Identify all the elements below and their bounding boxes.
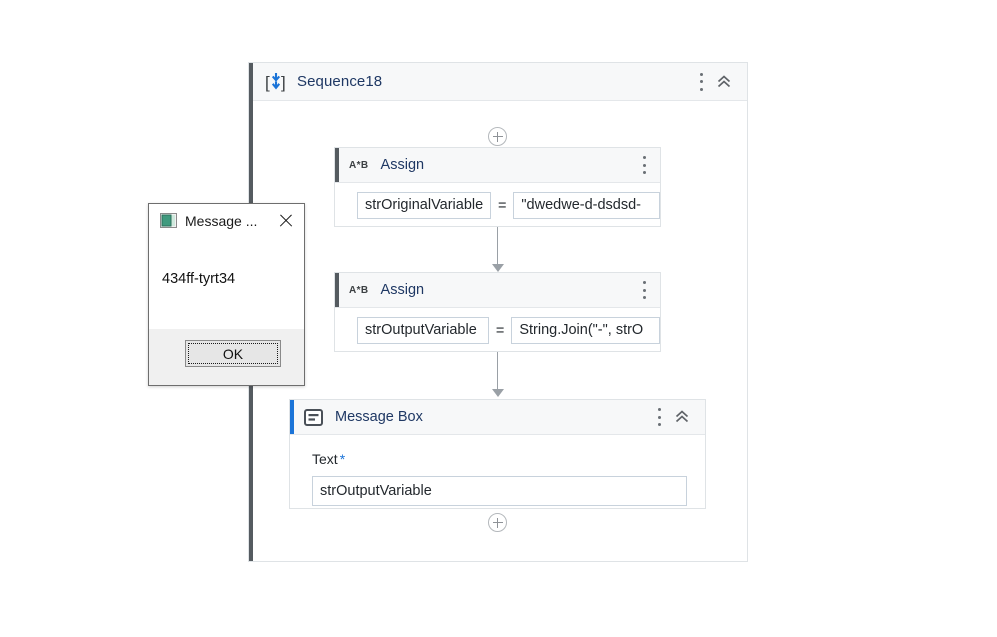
assign-1-header-actions	[642, 156, 646, 174]
message-box-header[interactable]: Message Box	[290, 400, 705, 435]
assign-1-accent-bar	[335, 148, 339, 182]
connector-assign1-assign2	[492, 227, 504, 272]
sequence-title: Sequence18	[297, 73, 383, 90]
assign-2-kebab-menu-icon[interactable]	[642, 281, 646, 299]
assign-2-header-actions	[642, 281, 646, 299]
assign-1-header[interactable]: A*B Assign	[335, 148, 660, 183]
activity-card-message-box[interactable]: Message Box Text* strOutputVariable	[289, 399, 706, 509]
dialog-close-x-icon[interactable]	[277, 212, 295, 230]
assign-2-operator: =	[495, 322, 505, 339]
message-box-header-actions	[657, 408, 691, 426]
activity-card-assign-1[interactable]: A*B Assign strOriginalVariable = "dwedwe…	[334, 147, 661, 227]
focus-ring	[188, 343, 278, 364]
assign-2-title: Assign	[380, 282, 425, 298]
sequence-container[interactable]: [ ] Sequence18	[248, 62, 748, 562]
assign-2-to-field[interactable]: strOutputVariable	[357, 317, 489, 344]
assign-2-accent-bar	[335, 273, 339, 307]
required-marker: *	[339, 451, 346, 467]
window-app-icon	[160, 213, 177, 228]
assign-1-value-field[interactable]: "dwedwe-d-dsdsd-	[513, 192, 660, 219]
message-box-text-label-text: Text	[312, 451, 338, 467]
add-activity-top-button[interactable]	[488, 127, 507, 146]
dialog-title: Message ...	[185, 212, 258, 229]
svg-text:[: [	[265, 73, 270, 92]
message-dialog[interactable]: Message ... 434ff-tyrt34 OK	[148, 203, 305, 386]
dialog-titlebar[interactable]: Message ...	[149, 204, 304, 237]
connector-assign2-messagebox	[492, 352, 504, 397]
sequence-chevron-double-up-icon[interactable]	[715, 73, 733, 91]
assign-1-to-field[interactable]: strOriginalVariable	[357, 192, 491, 219]
sequence-header-actions	[699, 72, 733, 91]
assign-2-value-field[interactable]: String.Join("-", strO	[511, 317, 660, 344]
assign-icon: A*B	[349, 159, 369, 171]
message-box-icon	[304, 408, 323, 426]
message-box-chevron-double-up-icon[interactable]	[673, 408, 691, 426]
add-activity-bottom-button[interactable]	[488, 513, 507, 532]
message-box-kebab-menu-icon[interactable]	[657, 408, 661, 426]
dialog-content: 434ff-tyrt34	[149, 237, 304, 330]
sequence-header[interactable]: [ ] Sequence18	[253, 63, 747, 101]
dialog-footer: OK	[149, 329, 304, 385]
message-box-text-label: Text*	[312, 451, 687, 467]
dialog-ok-label: OK	[222, 345, 244, 362]
assign-2-body: strOutputVariable = String.Join("-", str…	[335, 308, 660, 353]
message-box-accent-bar	[290, 400, 294, 434]
assign-1-title: Assign	[380, 157, 425, 173]
message-box-body: Text* strOutputVariable	[290, 435, 705, 522]
assign-1-operator: =	[497, 197, 507, 214]
assign-1-kebab-menu-icon[interactable]	[642, 156, 646, 174]
message-box-title: Message Box	[335, 409, 423, 425]
svg-text:]: ]	[281, 73, 286, 92]
sequence-kebab-menu-icon[interactable]	[699, 72, 703, 91]
activity-card-assign-2[interactable]: A*B Assign strOutputVariable = String.Jo…	[334, 272, 661, 352]
message-box-text-input[interactable]: strOutputVariable	[312, 476, 687, 506]
assign-icon: A*B	[349, 284, 369, 296]
assign-1-body: strOriginalVariable = "dwedwe-d-dsdsd-	[335, 183, 660, 228]
dialog-message-text: 434ff-tyrt34	[162, 271, 236, 287]
sequence-icon: [ ]	[265, 71, 287, 93]
dialog-ok-button[interactable]: OK	[185, 340, 281, 367]
assign-2-header[interactable]: A*B Assign	[335, 273, 660, 308]
